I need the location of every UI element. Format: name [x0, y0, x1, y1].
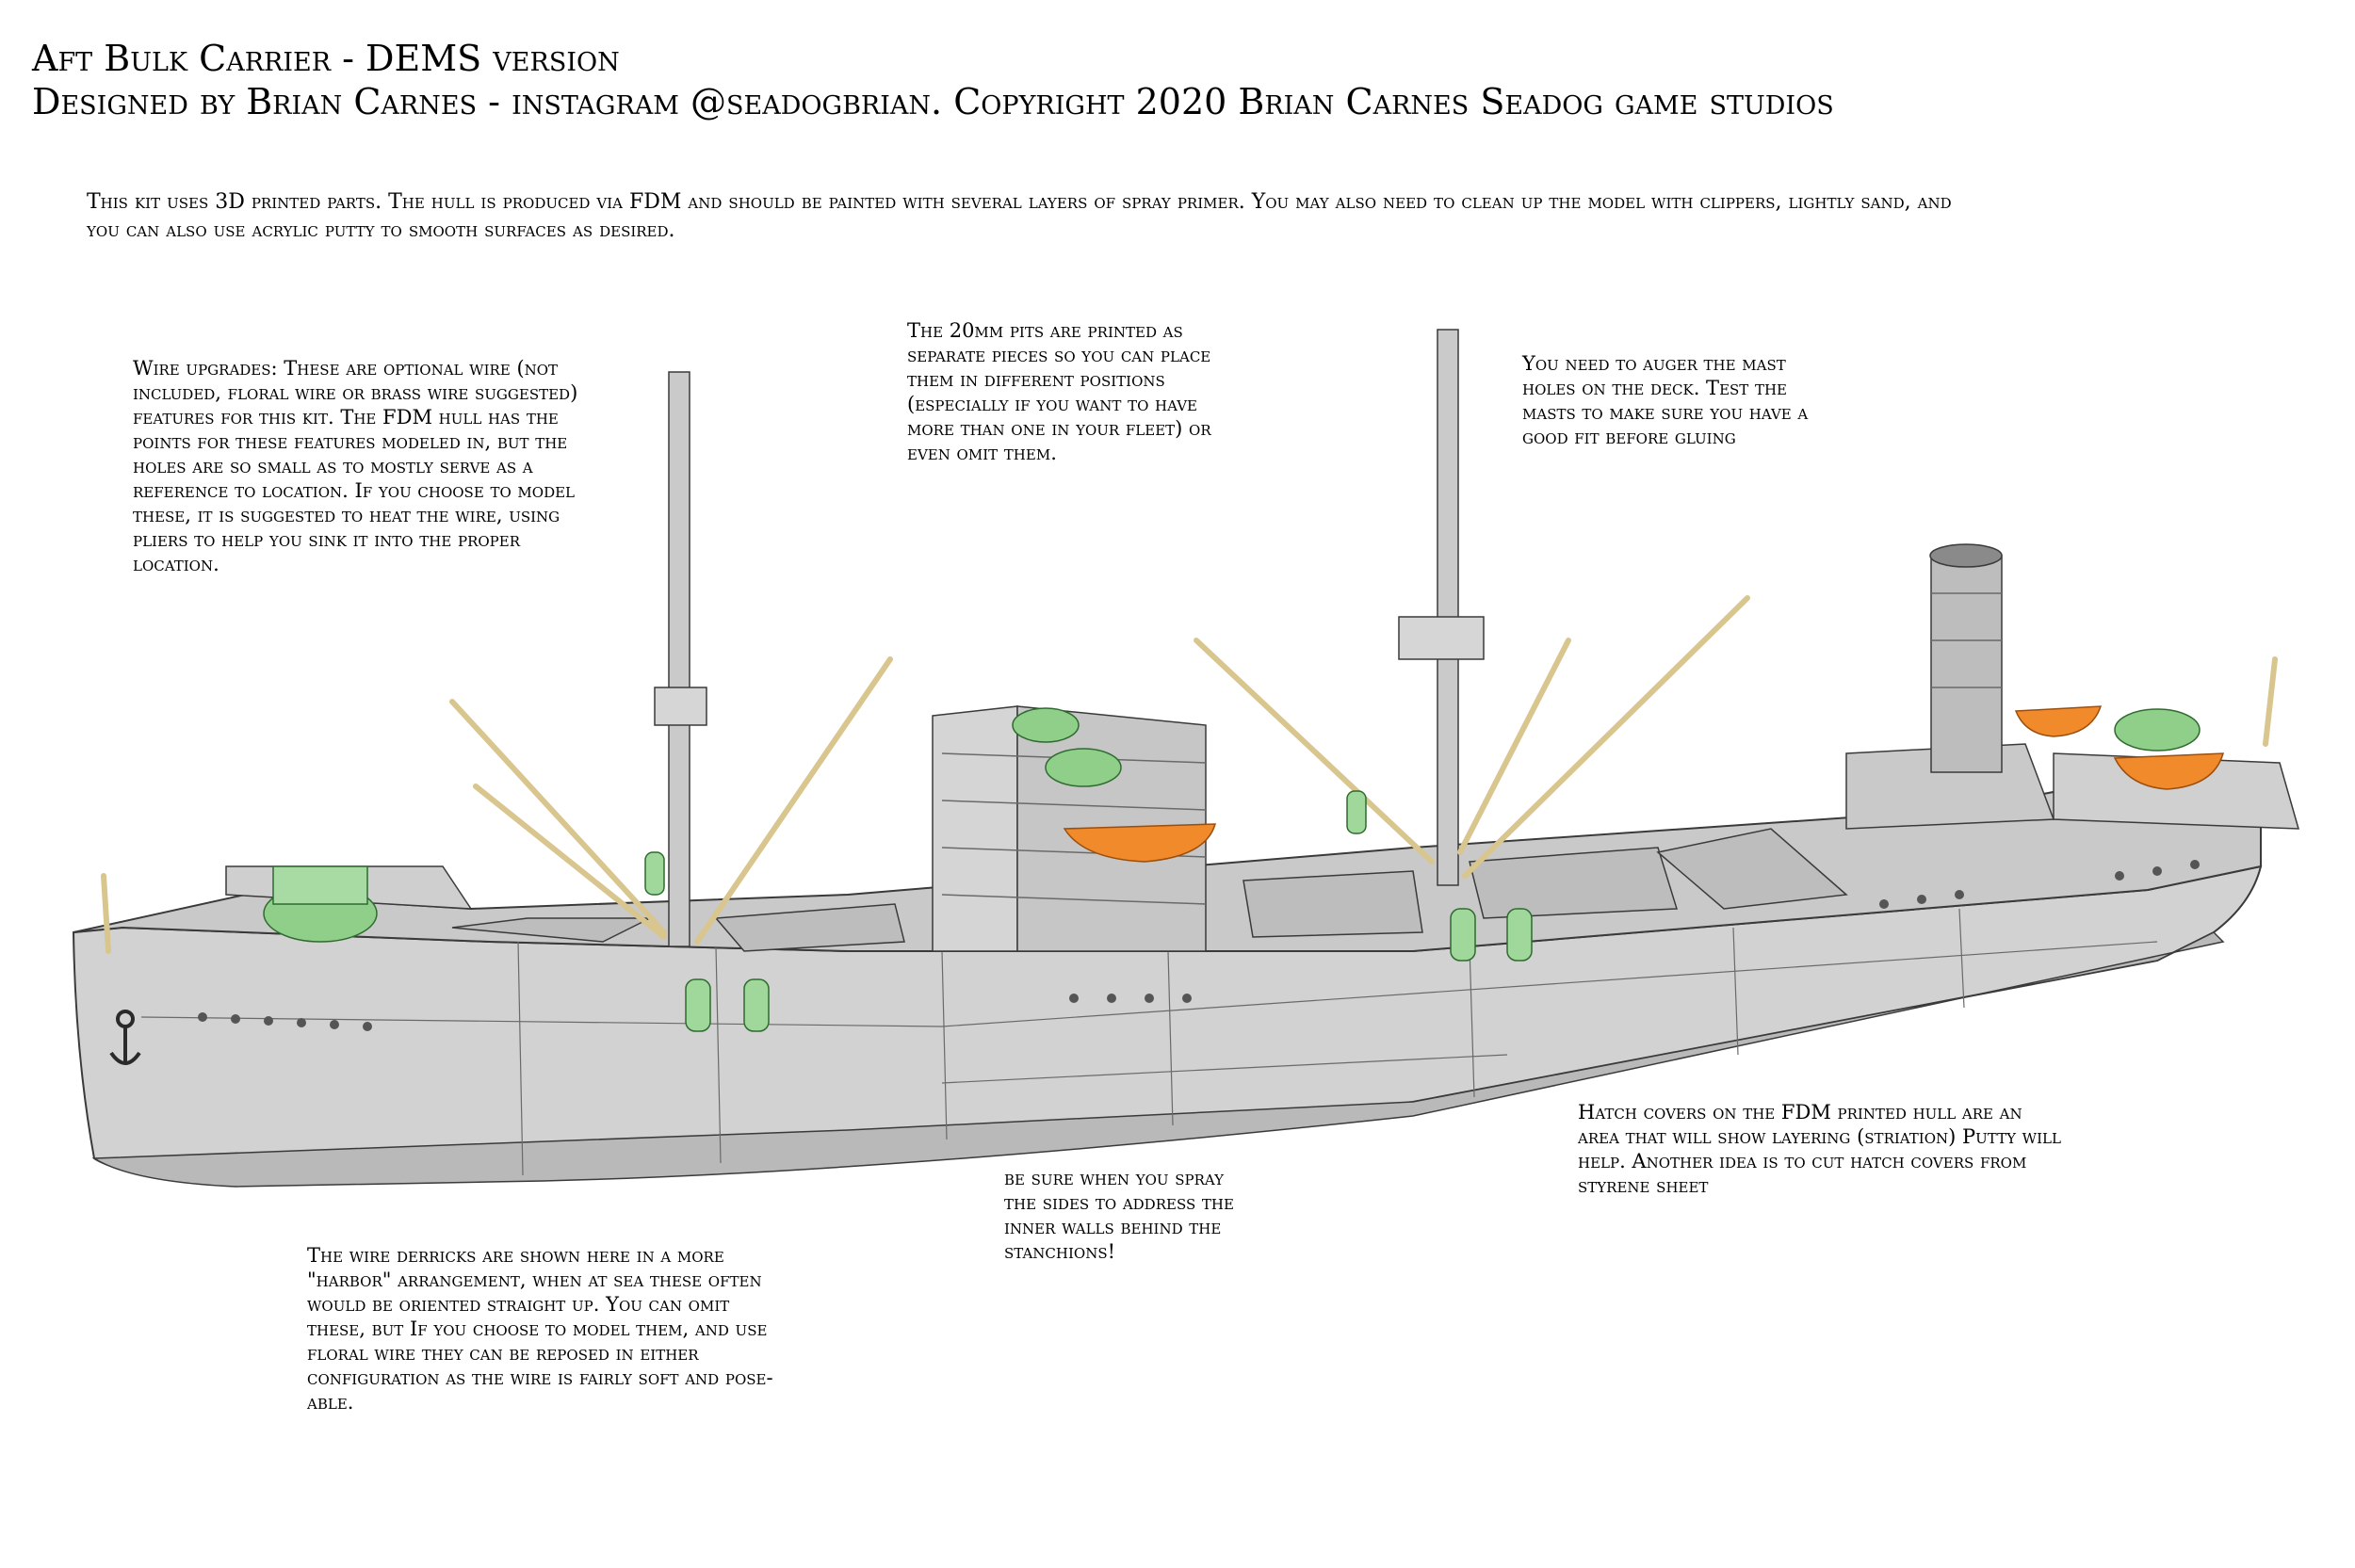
hull-panel-lines [140, 908, 2158, 1176]
funnel [1929, 543, 2003, 773]
note-mast-holes: You need to auger the mast holes on the … [1522, 352, 1809, 448]
wire-derricks [101, 595, 2278, 954]
anchor-icon [109, 1010, 141, 1065]
designer-credit: Designed by Brian Carnes - instagram @se… [32, 81, 1834, 122]
cargo-hatches [451, 828, 1848, 952]
aft-superstructure [1845, 743, 2300, 830]
ventilators [644, 790, 1533, 1032]
hull-lower-shade [91, 931, 2225, 1188]
note-hatch-covers: Hatch covers on the FDM printed hull are… [1578, 1101, 2061, 1197]
note-wire-derricks: The wire derricks are shown here in a mo… [307, 1244, 773, 1414]
note-spray-sides: be sure when you spray the sides to addr… [1004, 1167, 1234, 1263]
portholes [198, 860, 2200, 1031]
masts [654, 329, 1485, 947]
diagram-title: Aft Bulk Carrier - DEMS version [32, 38, 620, 79]
note-20mm-pits: The 20mm pits are printed as separate pi… [907, 319, 1211, 464]
note-wire-upgrades: Wire upgrades: These are optional wire (… [133, 357, 578, 575]
gun-pits [263, 707, 2201, 943]
lifeboats [1063, 705, 2225, 863]
intro-paragraph: This kit uses 3D printed parts. The hull… [87, 190, 1952, 242]
